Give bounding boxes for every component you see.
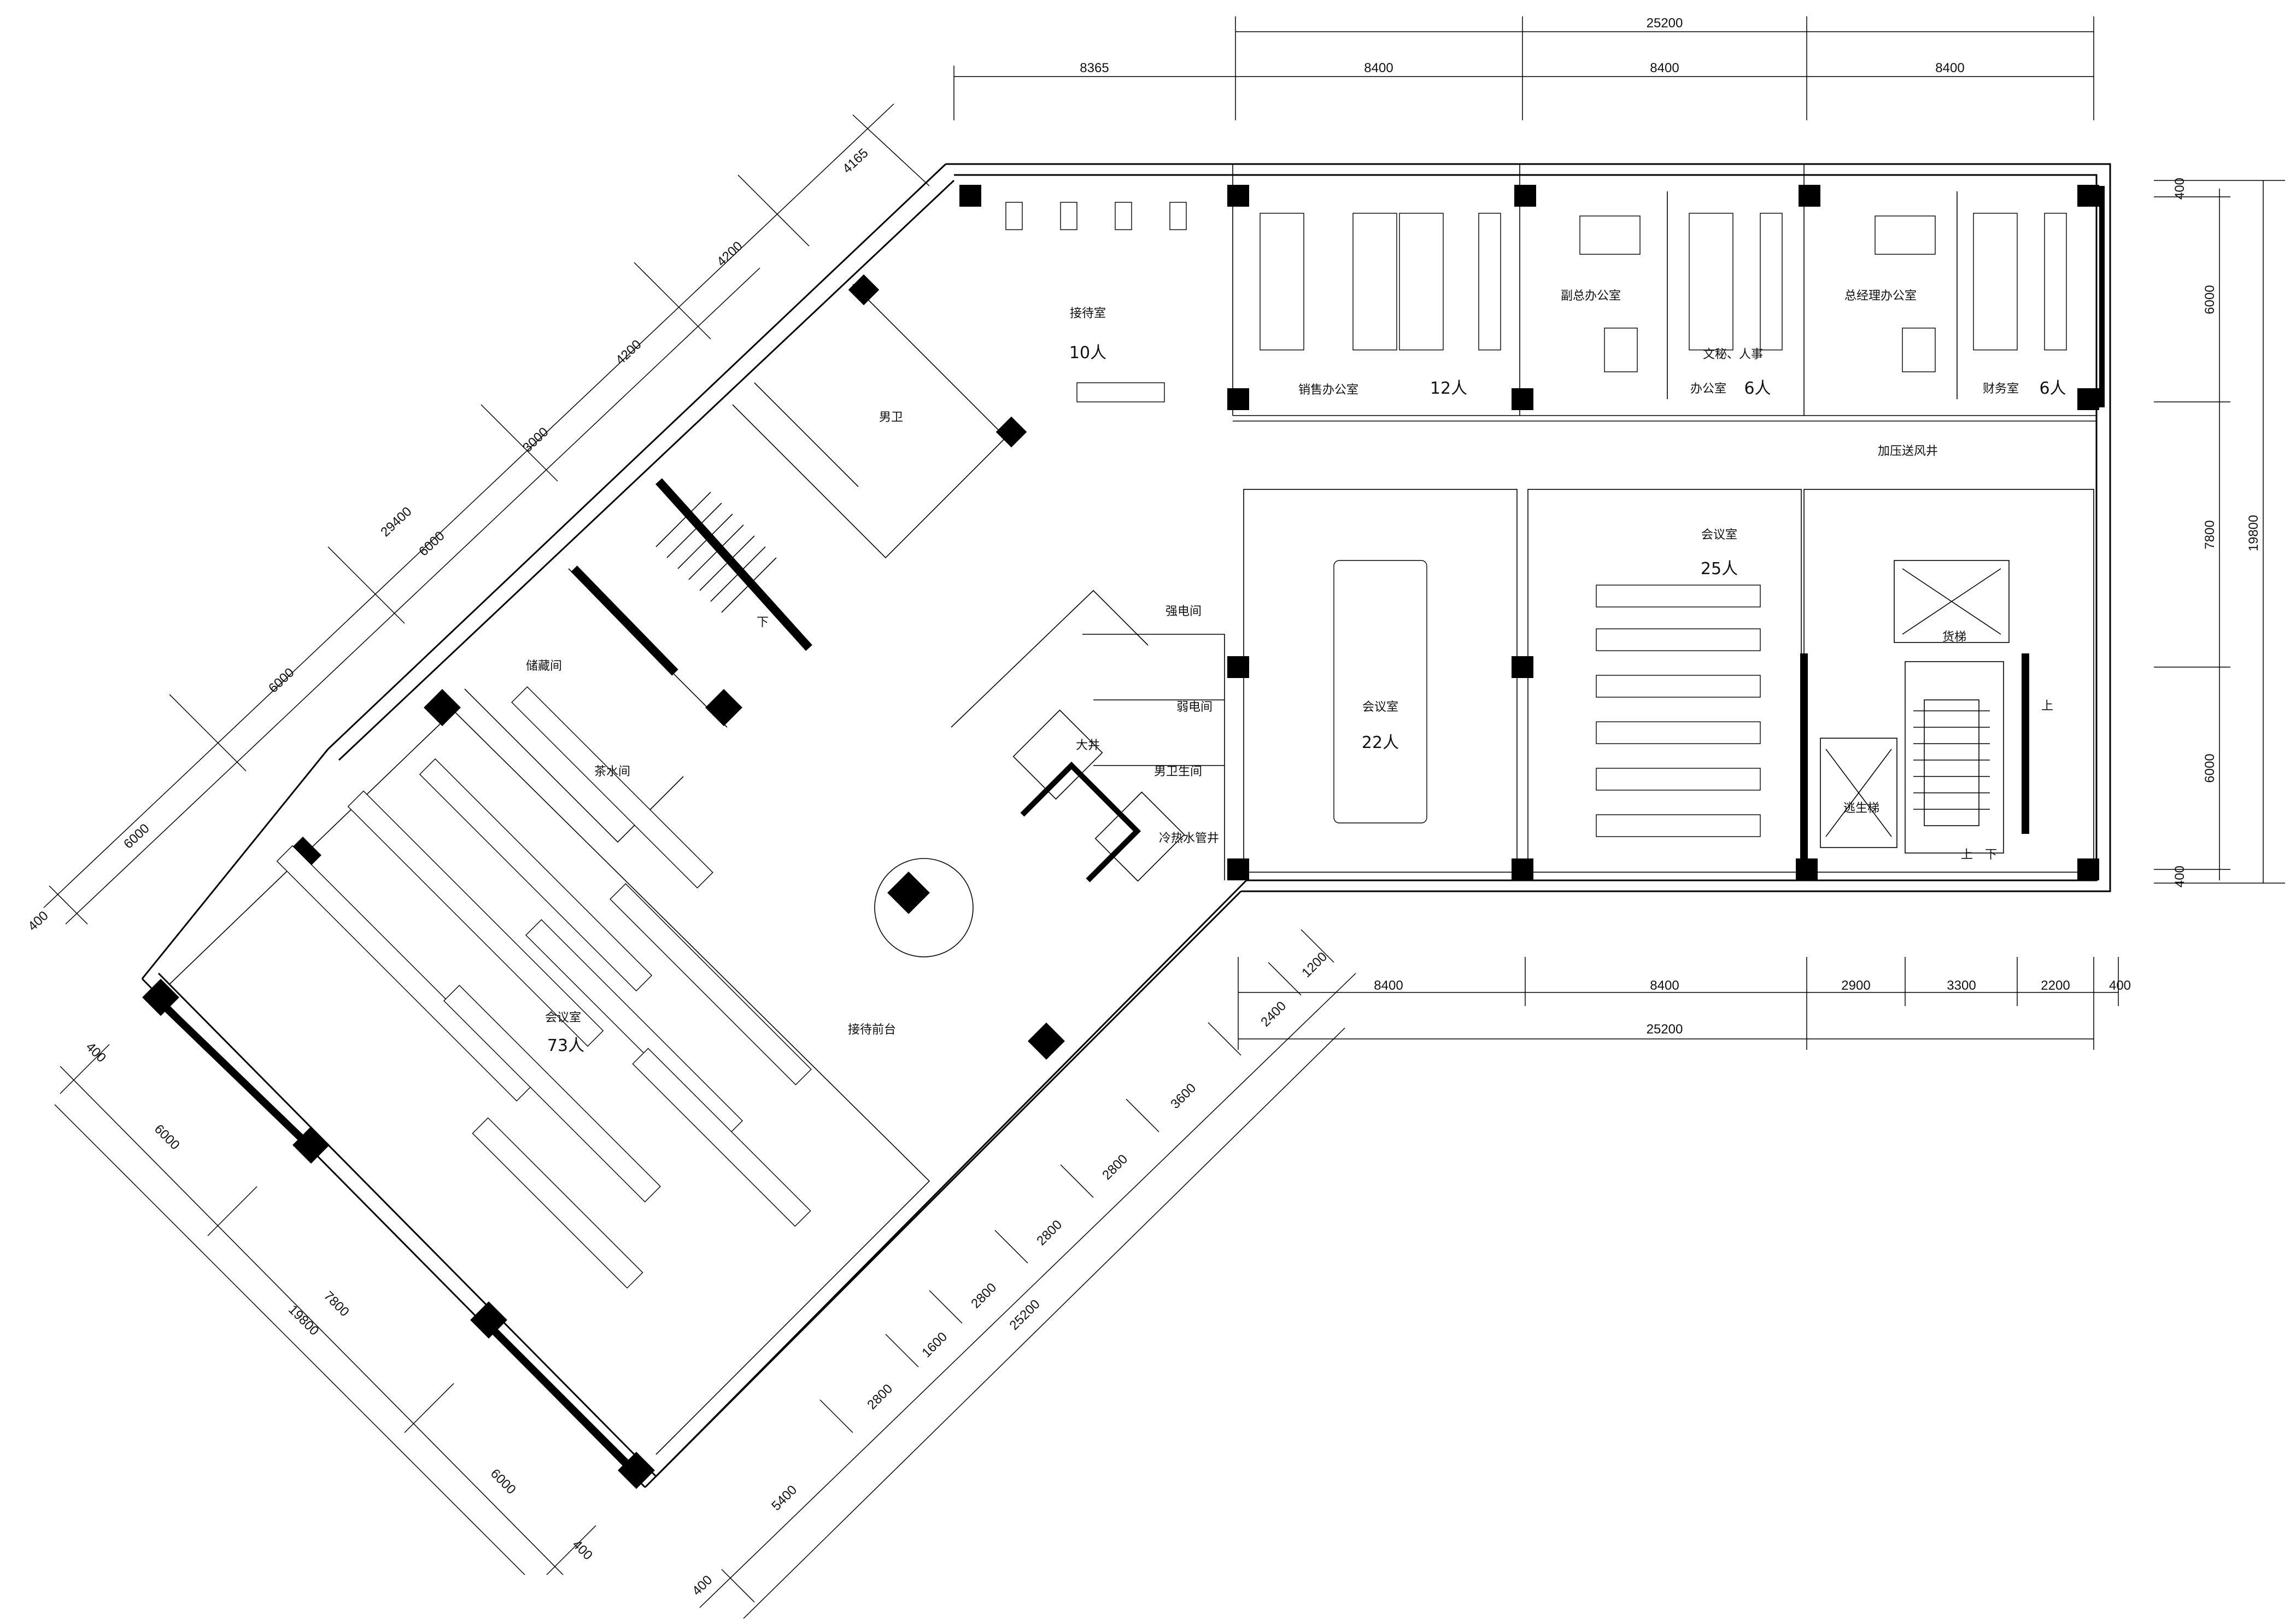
reception-room-capacity: 10人	[1069, 343, 1106, 363]
meeting-room-25-label: 会议室	[1701, 528, 1737, 542]
dim-right-seg-3: 7800	[2203, 520, 2217, 549]
big-shaft-label: 大井	[1076, 739, 1100, 752]
dim-top-seg-1: 8365	[1080, 61, 1109, 75]
dim-left-seg-8: 400	[25, 908, 51, 934]
dim-top-total: 25200	[1647, 16, 1683, 31]
meeting-room-22-label: 会议室	[1362, 700, 1398, 714]
dim-lower-left-seg-1: 400	[83, 1039, 109, 1065]
dim-lower-left-seg-4: 6000	[488, 1466, 519, 1497]
secretary-hr-capacity: 6人	[1744, 379, 1771, 398]
weak-current-room-label: 弱电间	[1176, 700, 1213, 714]
columns	[142, 185, 2099, 1489]
strong-current-room-label: 强电间	[1165, 605, 1202, 618]
dim-right-seg-2: 6000	[2203, 285, 2217, 314]
cargo-lift-x	[1902, 568, 2001, 635]
dim-right-seg-5: 400	[2172, 866, 2187, 887]
dim-lower-left-seg-2: 6000	[151, 1121, 183, 1153]
interior-walls	[169, 164, 2096, 1455]
meeting-room-73-capacity: 73人	[547, 1036, 584, 1055]
dim-bottom-seg-2: 8400	[1650, 978, 1679, 993]
meeting-room-25-capacity: 25人	[1701, 559, 1738, 579]
sales-office-capacity: 12人	[1430, 379, 1467, 398]
dim-lower-right-total: 25200	[1007, 1297, 1043, 1333]
secretary-hr-label-2: 办公室	[1690, 382, 1726, 396]
furniture	[276, 202, 2067, 1289]
dim-lower-right-seg-2: 2400	[1258, 998, 1289, 1030]
finance-room-label: 财务室	[1983, 382, 2019, 396]
heavy-walls	[150, 186, 2105, 1474]
dim-lower-right-seg-7: 1600	[919, 1329, 950, 1360]
dim-lower-right-seg-4: 2800	[1099, 1152, 1131, 1183]
secretary-hr-label: 文秘、人事	[1703, 348, 1763, 361]
dim-right-seg-4: 6000	[2203, 753, 2217, 782]
dim-lower-left-seg-5: 400	[570, 1537, 595, 1563]
reception-room-label: 接待室	[1070, 307, 1106, 320]
dim-top-seg-2: 8400	[1364, 61, 1393, 75]
dim-lower-right-seg-9: 5400	[769, 1482, 800, 1514]
tea-room-label: 茶水间	[594, 765, 630, 779]
dim-top-seg-3: 8400	[1650, 61, 1679, 75]
reception-desk-label: 接待前台	[848, 1023, 896, 1037]
cooling-water-shaft-label: 冷热水管井	[1159, 832, 1219, 845]
dim-right-seg-1: 400	[2172, 178, 2187, 200]
dim-bottom-seg-1: 8400	[1374, 978, 1403, 993]
dim-bottom-seg-5: 2200	[2041, 978, 2070, 993]
dim-lower-right-seg-8: 2800	[864, 1381, 895, 1412]
dim-bottom-seg-3: 2900	[1841, 978, 1870, 993]
dim-top-seg-4: 8400	[1935, 61, 1964, 75]
dim-left-seg-5: 6000	[416, 528, 447, 559]
stairs-right	[1913, 699, 1990, 826]
dim-bottom-total: 25200	[1647, 1022, 1683, 1037]
dim-left-seg-2: 4200	[714, 238, 745, 269]
meeting-room-73-label: 会议室	[545, 1011, 581, 1025]
meeting-room-22-capacity: 22人	[1362, 733, 1399, 752]
dim-left-seg-4: 3000	[520, 424, 551, 455]
mens-restroom-top-label: 男卫	[879, 411, 903, 424]
dim-lower-right-seg-3: 3600	[1168, 1080, 1199, 1112]
stair-escape-label: 逃生梯	[1843, 802, 1879, 815]
dim-left-seg-3: 4200	[613, 337, 644, 367]
mens-restroom-bottom-label: 男卫生间	[1154, 765, 1202, 779]
dim-lower-left-total: 19800	[285, 1302, 321, 1339]
vertical-circulation	[655, 492, 2001, 837]
dim-lower-left-seg-3: 7800	[321, 1288, 352, 1319]
dim-lower-right-seg-5: 2800	[1034, 1217, 1065, 1248]
escape-lift-x	[1825, 749, 1892, 837]
room-labels: 接待室 10人 销售办公室 12人 副总办公室 文秘、人事 办公室 6人 总经理…	[526, 289, 2066, 1055]
deputy-gm-office-label: 副总办公室	[1561, 289, 1621, 303]
stairs-updown-label: 上 下	[1961, 848, 1997, 862]
cargo-lift-label: 货梯	[1942, 630, 1966, 644]
stairs-up-label: 上	[2041, 699, 2053, 713]
dim-right-total: 19800	[2246, 515, 2261, 552]
dim-left-total: 29400	[378, 504, 414, 540]
stairs-down-label-upper: 下	[757, 616, 769, 629]
gm-office-label: 总经理办公室	[1844, 289, 1917, 303]
dimension-lines	[43, 16, 2285, 1619]
dim-left-seg-6: 6000	[266, 665, 297, 696]
dim-bottom-seg-6: 400	[2109, 978, 2131, 993]
dim-lower-right-seg-6: 2800	[968, 1280, 999, 1311]
stairs-upper-left	[655, 492, 777, 613]
storage-room-label: 储藏间	[526, 659, 562, 673]
sales-office-label: 销售办公室	[1298, 383, 1358, 397]
dim-lower-right-seg-10: 400	[689, 1573, 715, 1598]
pressurized-shaft-label: 加压送风井	[1878, 445, 1938, 458]
dim-bottom-seg-4: 3300	[1947, 978, 1976, 993]
finance-room-capacity: 6人	[2039, 379, 2066, 398]
exterior-walls	[141, 163, 2111, 1488]
